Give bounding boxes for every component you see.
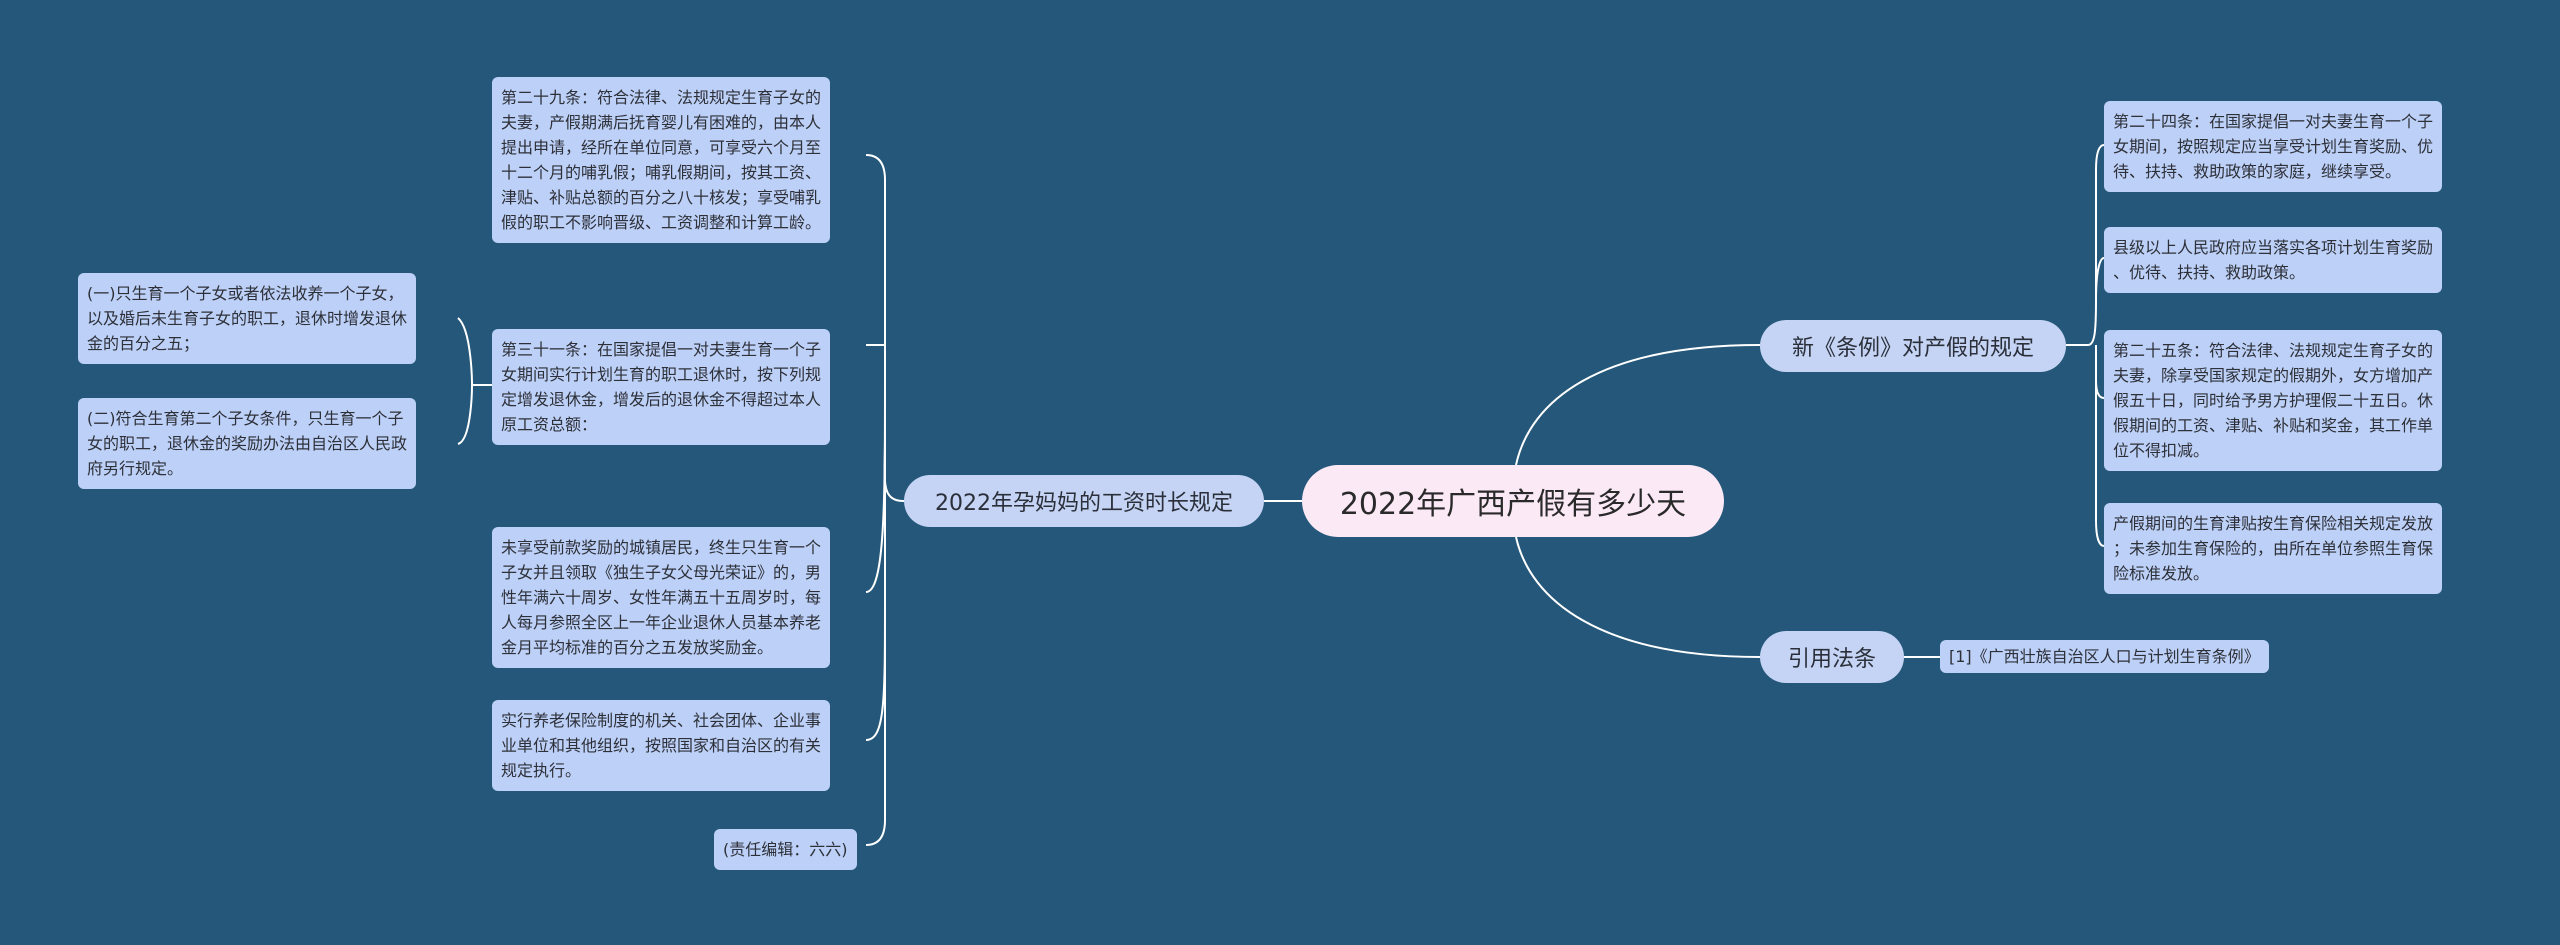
leaf-maternity-allowance[interactable]: 产假期间的生育津贴按生育保险相关规定发放 ；未参加生育保险的，由所在单位参照生育… xyxy=(2104,503,2443,594)
link-root-regs xyxy=(1515,344,1761,466)
link-root-cite xyxy=(1515,536,1761,658)
link-regs-allowance xyxy=(2095,380,2105,547)
leaf-urban-residents[interactable]: 未享受前款奖励的城镇居民，终生只生育一个 子女并且领取《独生子女父母光荣证》的，… xyxy=(492,527,831,668)
leaf-pension-units[interactable]: 实行养老保险制度的机关、社会团体、企业事 业单位和其他组织，按照国家和自治区的有… xyxy=(492,700,831,791)
branch-wage-duration[interactable]: 2022年孕妈妈的工资时长规定 xyxy=(904,475,1264,527)
link-regs-spine xyxy=(2066,144,2105,346)
leaf-editor[interactable]: (责任编辑：六六) xyxy=(714,829,857,870)
leaf-cited-regulation[interactable]: [1]《广西壮族自治区人口与计划生育条例》 xyxy=(1940,640,2269,673)
branch-cited-articles[interactable]: 引用法条 xyxy=(1760,631,1904,683)
link-art31-sub xyxy=(457,317,492,445)
root-topic[interactable]: 2022年广西产假有多少天 xyxy=(1302,465,1724,537)
link-left-pension xyxy=(865,599,886,741)
leaf-article-24[interactable]: 第二十四条：在国家提倡一对夫妻生育一个子 女期间，按照规定应当享受计划生育奖励、… xyxy=(2104,101,2443,192)
leaf-article-25[interactable]: 第二十五条：符合法律、法规规定生育子女的 夫妻，除享受国家规定的假期外，女方增加… xyxy=(2104,330,2443,471)
link-regs-art25 xyxy=(2095,345,2105,399)
leaf-article-29[interactable]: 第二十九条：符合法律、法规规定生育子女的 夫妻，产假期满后抚育婴儿有困难的，由本… xyxy=(492,77,831,243)
link-left-urban xyxy=(865,379,886,593)
link-regs-county xyxy=(2095,257,2105,301)
leaf-article-31-item-2[interactable]: (二)符合生育第二个子女条件，只生育一个子 女的职工，退休金的奖励办法由自治区人… xyxy=(78,398,417,489)
leaf-article-31[interactable]: 第三十一条：在国家提倡一对夫妻生育一个子 女期间实行计划生育的职工退休时，按下列… xyxy=(492,329,831,445)
leaf-article-31-item-1[interactable]: (一)只生育一个子女或者依法收养一个子女， 以及婚后未生育子女的职工，退休时增发… xyxy=(78,273,417,364)
branch-new-regulations[interactable]: 新《条例》对产假的规定 xyxy=(1760,320,2066,372)
leaf-county-policy[interactable]: 县级以上人民政府应当落实各项计划生育奖励 、优待、扶持、救助政策。 xyxy=(2104,227,2443,293)
link-left-spine-lower xyxy=(865,440,886,846)
